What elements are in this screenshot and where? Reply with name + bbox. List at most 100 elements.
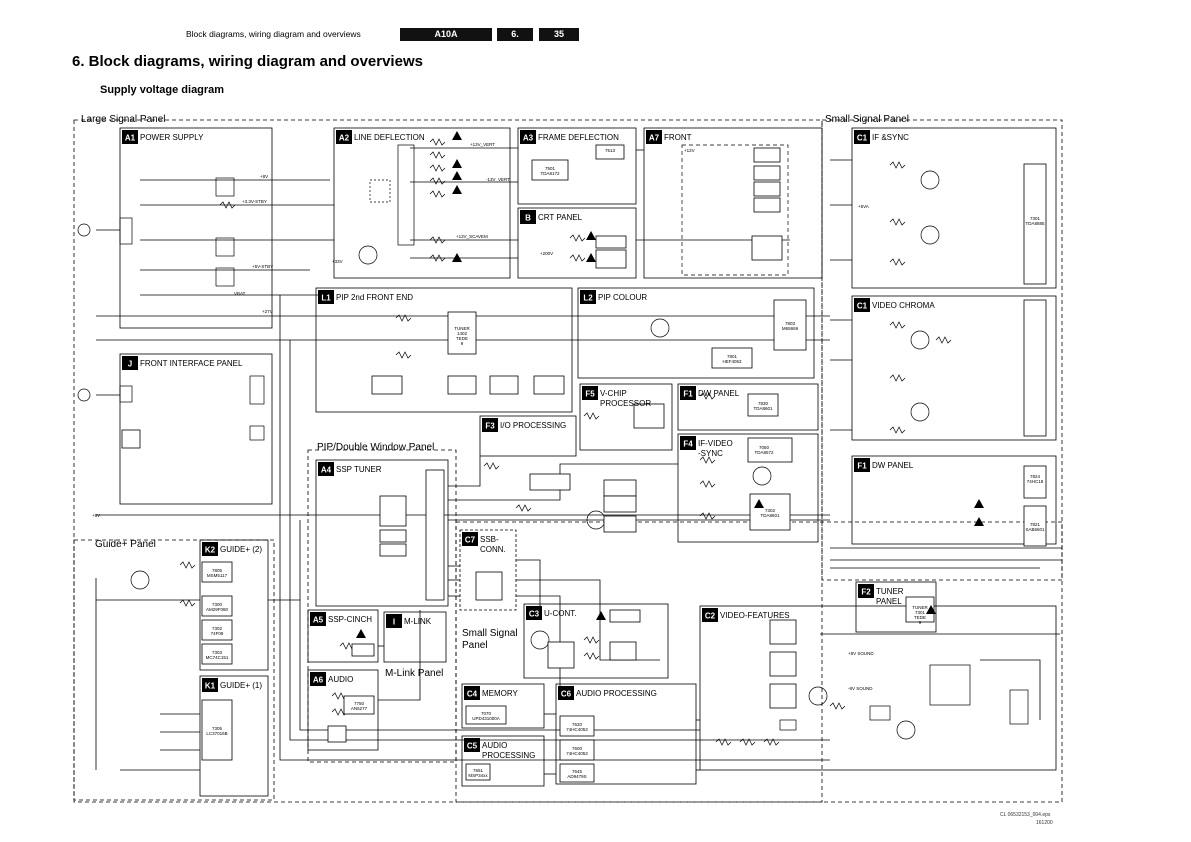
- block-title-text: AUDIO: [482, 741, 507, 750]
- block-id-badge: [202, 678, 218, 692]
- block-title-text: MEMORY: [482, 689, 519, 698]
- block-id-text: C2: [705, 612, 716, 621]
- block-title-text: FRONT: [664, 133, 692, 142]
- block-pip-colour: [577, 287, 815, 379]
- block-id-badge: [854, 458, 870, 472]
- block-id-badge: [464, 686, 480, 700]
- region-label-pip-double-window: PIP/Double Window Panel: [316, 442, 436, 453]
- block-front-interface: [119, 353, 273, 505]
- block-id-badge: [310, 612, 326, 626]
- block-title-text: CONN.: [480, 545, 506, 554]
- block-title-text: U-CONT.: [544, 609, 576, 618]
- block-id-text: L1: [321, 294, 331, 303]
- block-audio-processing-c6: [555, 683, 697, 785]
- voltage-label: -13V_VERT: [486, 177, 510, 182]
- block-title-text: CRT PANEL: [538, 213, 583, 222]
- block-dw-panel-2: [851, 455, 1057, 545]
- block-title-text: IF-VIDEO: [698, 439, 733, 448]
- voltage-label: +200V: [540, 251, 553, 256]
- voltage-label: -8V SOUND: [848, 686, 873, 691]
- footer-file: CL 06532153_004.eps: [1000, 812, 1051, 818]
- voltage-label: +33V: [332, 259, 343, 264]
- block-id-text: C3: [529, 610, 540, 619]
- block-m-link: [383, 611, 447, 663]
- block-ssp-cinch: [307, 609, 379, 663]
- voltage-label: VBAT: [234, 291, 246, 296]
- region-label-large-signal: Large Signal Panel: [80, 114, 167, 125]
- block-io-processing: [479, 415, 577, 457]
- block-id-text: F1: [857, 462, 867, 471]
- block-id-badge: [122, 130, 138, 144]
- block-u-cont: [523, 603, 669, 679]
- block-label-c3: C3 U-CONT.: [526, 606, 576, 620]
- block-label-c7: C7 SSB-CONN.: [462, 532, 506, 554]
- block-ssb-conn: [459, 529, 517, 611]
- voltage-label: +5V: [92, 513, 100, 518]
- block-id-text: A5: [313, 616, 324, 625]
- voltage-label: +12V: [684, 148, 695, 153]
- header-chapter-badge: 6.: [497, 28, 533, 41]
- header-model-badge: A10A: [400, 28, 492, 41]
- block-id-badge: [202, 542, 218, 556]
- small-signal-panel-top-outline: [821, 119, 1063, 581]
- voltage-label: +13V_VERT: [470, 142, 495, 147]
- block-memory: [461, 683, 545, 729]
- block-id-text: A6: [313, 676, 324, 685]
- block-title-text: I/O PROCESSING: [500, 421, 566, 430]
- block-id-text: K1: [205, 682, 216, 691]
- block-title-text: SSB-: [480, 535, 499, 544]
- block-id-badge: [526, 606, 542, 620]
- block-id-badge: [520, 210, 536, 224]
- block-ssp-tuner: [315, 459, 449, 607]
- region-label-mlink: M-Link Panel: [384, 668, 445, 679]
- block-title-text: POWER SUPPLY: [140, 133, 204, 142]
- voltage-label: +27V: [262, 309, 273, 314]
- block-title-text: M-LINK: [404, 617, 432, 626]
- block-id-badge: [702, 608, 718, 622]
- block-title-text: SSP TUNER: [336, 465, 382, 474]
- block-title-text: VIDEO-FEATURES: [720, 611, 790, 620]
- block-id-text: C7: [465, 536, 476, 545]
- block-id-badge: [482, 418, 498, 432]
- block-id-badge: [318, 462, 334, 476]
- block-id-badge: [318, 290, 334, 304]
- block-id-badge: [680, 436, 696, 450]
- block-id-badge: [558, 686, 574, 700]
- block-id-badge: [310, 672, 326, 686]
- block-title-text: PROCESSING: [482, 751, 535, 760]
- block-title-text: GUIDE+ (2): [220, 545, 262, 554]
- block-id-badge: [336, 130, 352, 144]
- block-title-text: FRAME DEFLECTION: [538, 133, 619, 142]
- region-label-small-signal-bottom: Small Signal Panel: [461, 628, 523, 652]
- block-id-badge: [858, 584, 874, 598]
- block-title-text: V-CHIP: [600, 389, 627, 398]
- header-section-title: Block diagrams, wiring diagram and overv…: [186, 29, 361, 39]
- block-id-badge: [854, 298, 870, 312]
- block-id-text: I: [393, 618, 395, 627]
- block-title-text: AUDIO: [328, 675, 353, 684]
- block-id-text: F5: [585, 390, 595, 399]
- block-id-text: F2: [861, 588, 871, 597]
- voltage-label: +8V SOUND: [848, 651, 874, 656]
